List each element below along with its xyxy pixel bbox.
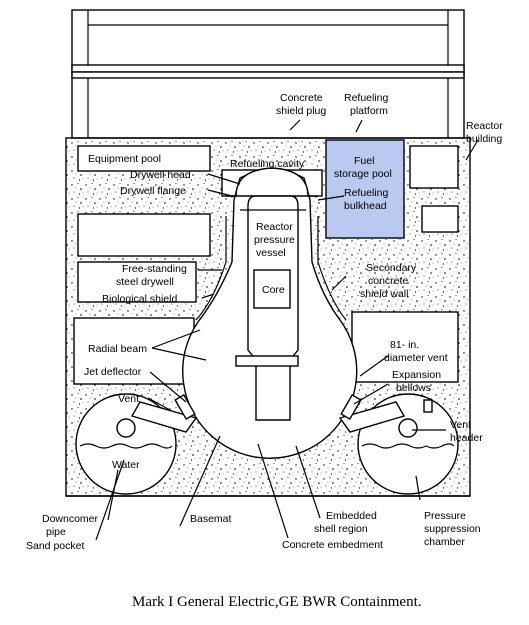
label-secondary-shield-wall: Secondary concrete shield wall — [360, 262, 419, 300]
label-free-standing-drywell: Free-standing steel drywell — [116, 263, 190, 288]
label-downcomer-pipe: Downcomer pipe — [42, 513, 101, 538]
label-drywell-head: Drywell head — [130, 169, 191, 181]
label-concrete-shield-plug: Concrete shield plug — [276, 92, 326, 117]
label-refueling-bulkhead: Refueling bulkhead — [344, 187, 391, 212]
building-rooms — [73, 145, 459, 385]
label-embedded-shell-region: Embedded shell region — [314, 510, 380, 535]
label-reactor-building: Reactor building — [466, 120, 506, 145]
fuel-storage-pool — [325, 139, 405, 239]
label-refueling-platform: Refueling platform — [344, 92, 391, 117]
labels: Concrete shield plug Refueling platform … — [26, 92, 506, 552]
reactor-pedestal — [235, 355, 299, 367]
label-jet-deflector: Jet deflector — [84, 366, 142, 378]
label-vent: Vent — [118, 393, 139, 405]
label-core: Core — [262, 284, 285, 296]
label-pressure-suppression-chamber: Pressure suppression chamber — [424, 510, 484, 548]
label-radial-beam: Radial beam — [88, 343, 147, 355]
label-81-in-vent: 81- in. diameter vent — [384, 339, 448, 364]
label-fuel-storage-pool: Fuel storage pool — [334, 155, 392, 180]
reactor-building-upper-frame — [71, 9, 465, 139]
label-water: Water — [112, 459, 140, 471]
drywell-head — [235, 167, 309, 197]
label-concrete-embedment: Concrete embedment — [282, 539, 383, 551]
label-equipment-pool: Equipment pool — [88, 153, 161, 165]
label-basemat: Basemat — [190, 513, 232, 525]
label-sand-pocket: Sand pocket — [26, 540, 84, 552]
label-expansion-bellows: Expansion bellows — [392, 369, 444, 394]
leader-lines — [95, 119, 479, 541]
figure-caption: Mark I General Electric,GE BWR Containme… — [132, 594, 422, 610]
label-refueling-cavity: Refueling cavity — [230, 158, 305, 170]
label-vent-header: Vent header — [450, 419, 483, 444]
reactor-core — [253, 269, 291, 309]
label-reactor-pressure-vessel: Reactor pressure vessel — [254, 221, 298, 259]
vent-pipes — [130, 394, 433, 433]
label-drywell-flange: Drywell flange — [120, 185, 186, 197]
label-biological-shield: Biological shield — [102, 293, 177, 305]
